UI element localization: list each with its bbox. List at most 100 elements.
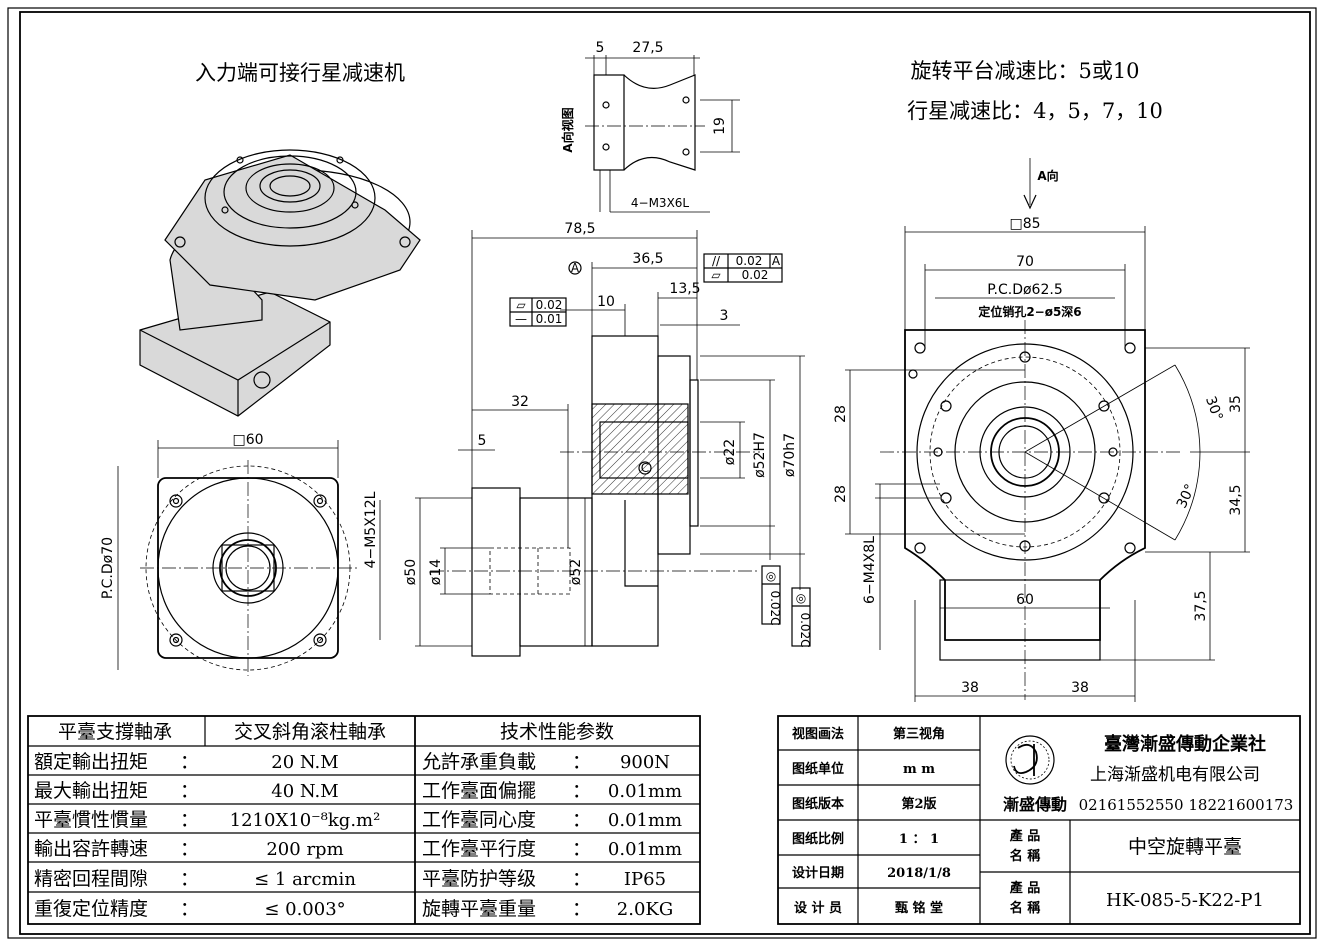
product-name: 中空旋轉平臺 — [1128, 836, 1242, 858]
spec-value: ≤ 0.003° — [264, 899, 345, 920]
product-label-b: 名 稱 — [1010, 848, 1041, 864]
dim-35: 35 — [1228, 395, 1244, 413]
tb-label: 图纸单位 — [792, 761, 844, 777]
dim-28a: 28 — [833, 405, 849, 423]
tb-label: 视图画法 — [792, 726, 844, 742]
dim-38a: 38 — [961, 680, 979, 696]
spec-label: 輸出容許轉速 — [34, 838, 148, 860]
m5-thread-label: 4−M5X12L — [363, 491, 379, 568]
title-block-row: 图纸版本 第2版 — [792, 796, 937, 812]
dim-5: 5 — [478, 433, 487, 449]
svg-text:▱: ▱ — [711, 268, 721, 282]
tb-value: m m — [903, 762, 935, 777]
side-section-view: 78,5 36,5 13,5 10 3 32 5 ø22 ø52H7 ø70h7 — [403, 221, 812, 657]
product-label-a: 產 品 — [1009, 828, 1041, 844]
spec-header-left: 平臺支撐軸承 — [58, 721, 172, 743]
pin-hole-label: 定位销孔2−ø5深6 — [978, 304, 1081, 319]
spec-label: 重復定位精度 — [34, 898, 148, 920]
tb-label: 图纸版本 — [792, 796, 844, 812]
title-block-row: 设计日期 2018/1/8 — [792, 865, 951, 881]
spec-label2: 旋轉平臺重量 — [422, 898, 536, 920]
outer-border — [7, 7, 1317, 939]
angle-30a: 30° — [1202, 394, 1226, 423]
pcd62-5-label: P.C.Dø62.5 — [987, 282, 1062, 298]
datum-c: C — [641, 461, 649, 475]
spec-colon2: ： — [572, 780, 591, 802]
svg-text:▱: ▱ — [516, 298, 526, 312]
spec-row: 輸出容許轉速 ： 200 rpm 工作臺平行度 ： 0.01mm — [34, 838, 682, 860]
dim-top-19: 19 — [712, 117, 728, 135]
tb-label: 设计日期 — [792, 865, 844, 881]
spec-label: 額定輸出扭矩 — [34, 751, 148, 773]
title-block-row: 视图画法 第三视角 — [792, 726, 945, 742]
inner-border — [19, 11, 1311, 935]
tol-flat: 0.02 — [742, 268, 769, 282]
input-title: 入力端可接行星减速机 — [195, 61, 405, 85]
spec-value2: 900N — [620, 752, 670, 773]
tb-label: 设 计 员 — [794, 900, 842, 916]
dim-10: 10 — [597, 294, 615, 310]
view-a-side-label: A向视图 — [560, 107, 575, 152]
spec-row: 額定輸出扭矩 ： 20 N.M 允許承重負載 ： 900N — [34, 751, 670, 773]
spec-label: 最大輸出扭矩 — [34, 780, 148, 802]
dim-top-5: 5 — [596, 40, 605, 56]
svg-text:◎: ◎ — [796, 591, 806, 605]
dim-3: 3 — [720, 308, 729, 324]
dim-34-5: 34,5 — [1228, 484, 1244, 515]
pcd70-label: P.C.Dø70 — [100, 537, 116, 599]
spec-value2: IP65 — [624, 869, 666, 890]
spec-table: 平臺支撐軸承 交叉斜角滚柱軸承 技术性能参数 額定輸出扭矩 ： 20 N.M 允… — [27, 715, 701, 925]
company-tw: 臺灣漸盛傳動企業社 — [1104, 733, 1266, 755]
dim-36-5: 36,5 — [632, 251, 663, 267]
m4-thread-label: 6−M4X8L — [862, 536, 878, 604]
company-logo-icon — [1005, 735, 1055, 785]
box60-label: □60 — [232, 432, 263, 448]
spec-value: 200 rpm — [266, 839, 343, 860]
spec-label: 精密回程間隙 — [34, 868, 148, 890]
spec-value2: 2.0KG — [617, 899, 673, 920]
title-block-row: 设 计 员 甄 铭 堂 — [794, 900, 943, 916]
tol-ref-a: A — [772, 254, 781, 268]
spec-value: 1210X10⁻⁸kg.m² — [230, 810, 381, 831]
spec-label: 平臺慣性慣量 — [34, 809, 148, 831]
spec-value2: 0.01mm — [608, 839, 682, 860]
spec-colon: ： — [180, 751, 199, 773]
view-a-detail: 5 27,5 19 4−M3X6L A向视图 — [560, 40, 740, 213]
spec-value: 40 N.M — [271, 781, 338, 802]
spec-colon2: ： — [572, 838, 591, 860]
spec-label2: 工作臺面偏擺 — [422, 780, 536, 802]
tb-value: 第2版 — [901, 796, 936, 812]
spec-colon2: ： — [572, 809, 591, 831]
spec-colon: ： — [180, 838, 199, 860]
spec-value: 20 N.M — [271, 752, 338, 773]
tol-parallel: 0.02 — [736, 254, 763, 268]
svg-text://: // — [712, 254, 721, 268]
dim-78-5: 78,5 — [564, 221, 595, 237]
spec-label2: 工作臺平行度 — [422, 838, 536, 860]
dim-32: 32 — [511, 394, 529, 410]
spec-colon: ： — [180, 868, 199, 890]
spec-colon2: ： — [572, 868, 591, 890]
dim-28b: 28 — [833, 485, 849, 503]
spec-label2: 平臺防护等级 — [422, 868, 536, 890]
spec-value: ≤ 1 arcmin — [254, 869, 356, 890]
spec-row: 最大輸出扭矩 ： 40 N.M 工作臺面偏擺 ： 0.01mm — [34, 780, 682, 802]
w70-label: 70 — [1016, 254, 1034, 270]
title-block: 视图画法 第三视角 图纸单位 m m 图纸版本 第2版 图纸比例 1 ： 1 设… — [777, 715, 1301, 925]
tol-flat2: 0.02 — [536, 298, 563, 312]
ratio-platform: 旋转平台减速比：5或10 — [910, 59, 1139, 83]
spec-value2: 0.01mm — [608, 810, 682, 831]
tb-value: 甄 铭 堂 — [895, 900, 943, 916]
dim-top-27-5: 27,5 — [632, 40, 663, 56]
spec-value2: 0.01mm — [608, 781, 682, 802]
dim-60: 60 — [1016, 592, 1034, 608]
spec-label2: 工作臺同心度 — [422, 809, 536, 831]
dim-13-5: 13,5 — [669, 281, 700, 297]
dim-phi52h7: ø52H7 — [752, 432, 768, 478]
svg-text:—: — — [515, 312, 527, 326]
dim-phi22: ø22 — [722, 439, 738, 465]
company-sh: 上海渐盛机电有限公司 — [1090, 765, 1260, 785]
dim-phi14: ø14 — [428, 559, 444, 585]
